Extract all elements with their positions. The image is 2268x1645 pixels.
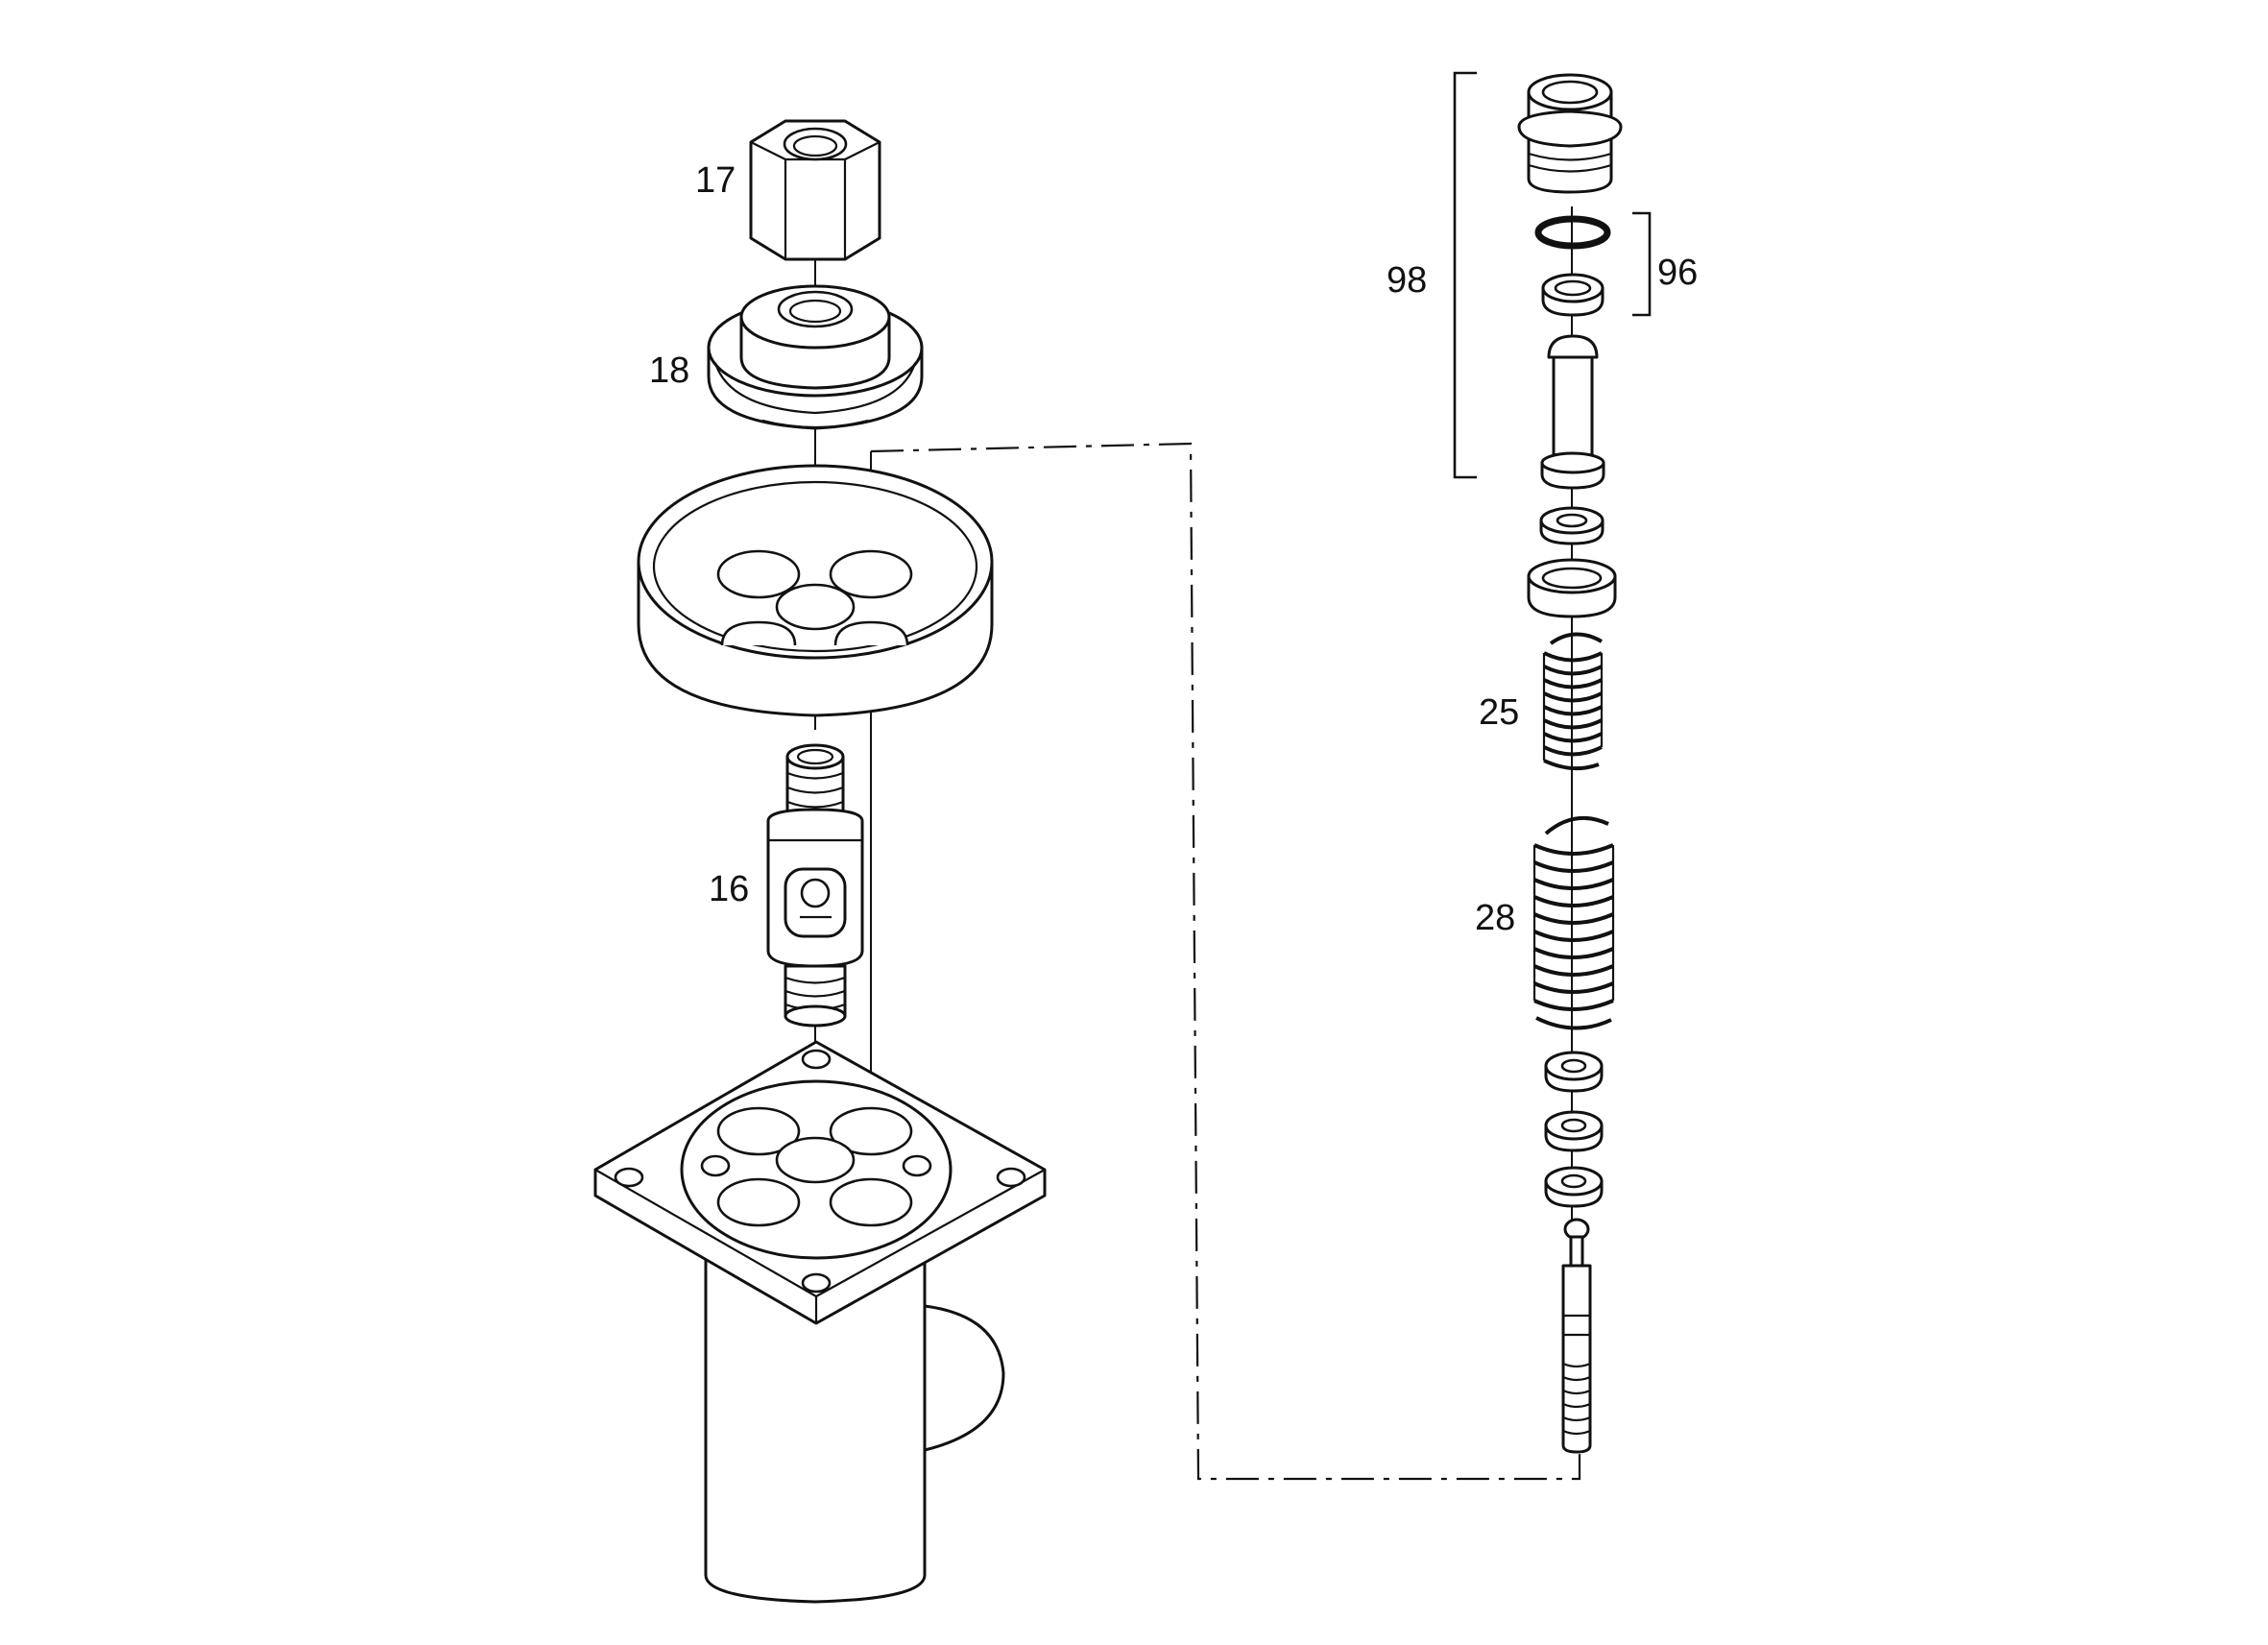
backup-ring [1541, 273, 1604, 317]
assembly-path-line [870, 442, 1581, 1481]
flanged-cap-part-18 [707, 284, 924, 430]
label-part-28: 28 [1475, 898, 1515, 938]
bracket-96 [1632, 211, 1652, 317]
label-part-18: 18 [649, 351, 689, 391]
inner-spring-part-25 [1542, 632, 1604, 771]
valve-housing [593, 1040, 1047, 1604]
hex-nut-part-17 [749, 119, 881, 261]
o-ring [1534, 215, 1611, 250]
outer-spring-part-28 [1532, 816, 1615, 1030]
valve-body-part-16 [766, 743, 864, 1028]
valve-sleeve [1517, 73, 1623, 194]
label-part-98: 98 [1387, 260, 1427, 301]
label-part-96: 96 [1657, 253, 1698, 293]
cover-disc [637, 464, 994, 717]
spring-seat [1527, 558, 1617, 618]
label-part-17: 17 [695, 160, 736, 201]
lower-washer-2 [1544, 1110, 1604, 1152]
lower-washer-1 [1544, 1051, 1604, 1093]
lower-washer-3 [1544, 1166, 1604, 1208]
bracket-98 [1453, 71, 1477, 479]
label-part-16: 16 [709, 869, 749, 909]
push-rod [1561, 1218, 1592, 1454]
plunger [1540, 334, 1605, 490]
label-part-25: 25 [1479, 692, 1519, 733]
small-washer [1539, 506, 1604, 545]
